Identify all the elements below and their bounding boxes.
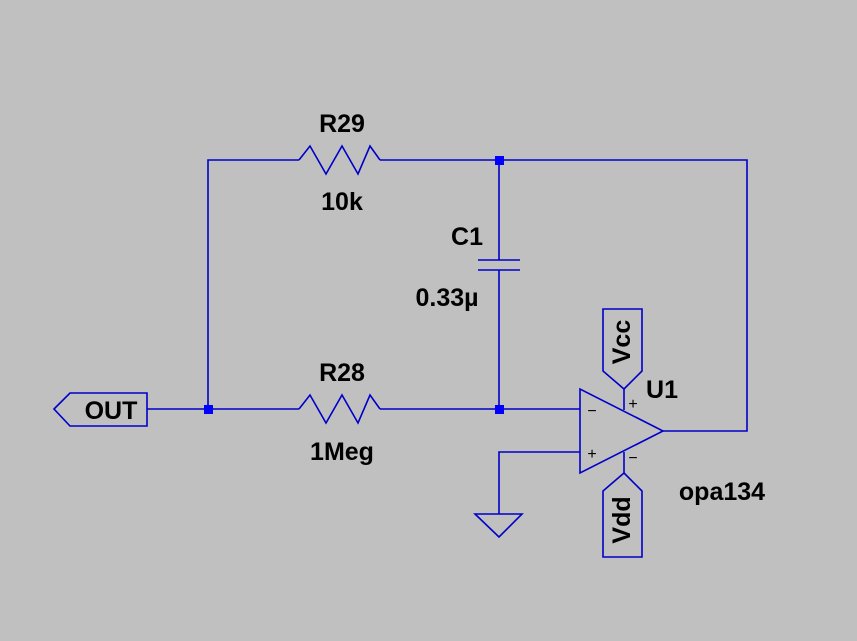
r28-ref-label: R28: [319, 359, 365, 387]
r28-value-label: 1Meg: [310, 438, 374, 466]
vcc-port-flag[interactable]: [602, 308, 643, 391]
ground-symbol[interactable]: [473, 513, 524, 539]
u1-model-label: opa134: [679, 478, 765, 506]
c1-value-label: 0.33µ: [415, 284, 478, 312]
out-port-flag[interactable]: [52, 392, 148, 427]
vdd-port-flag[interactable]: [602, 471, 643, 558]
vdd-port-label: Vdd: [608, 496, 636, 543]
wire-noninverting-to-ground[interactable]: [498, 451, 580, 514]
opamp-u1[interactable]: [579, 387, 665, 475]
r29-ref-label: R29: [319, 110, 365, 138]
wire-r29-left[interactable]: [207, 159, 299, 409]
wire-r29-right-to-feedback[interactable]: [380, 159, 748, 432]
vcc-port-label: Vcc: [608, 320, 636, 365]
u1-noninverting-pin-label: +: [587, 446, 596, 463]
u1-ref-label: U1: [646, 376, 678, 404]
r29-value-label: 10k: [321, 188, 363, 216]
resistor-r28[interactable]: [298, 393, 381, 425]
wires: [147, 159, 748, 514]
u1-inverting-pin-label: −: [587, 403, 596, 420]
u1-supply-minus-label: −: [628, 450, 637, 467]
c1-ref-label: C1: [451, 223, 483, 251]
u1-supply-plus-label: +: [628, 396, 637, 413]
out-port-label: OUT: [85, 397, 138, 425]
junction-inverting-node: [495, 405, 504, 414]
capacitor-c1[interactable]: [478, 259, 520, 271]
resistor-r29[interactable]: [298, 144, 381, 176]
junction-feedback-top: [495, 156, 504, 165]
junction-out: [204, 405, 213, 414]
